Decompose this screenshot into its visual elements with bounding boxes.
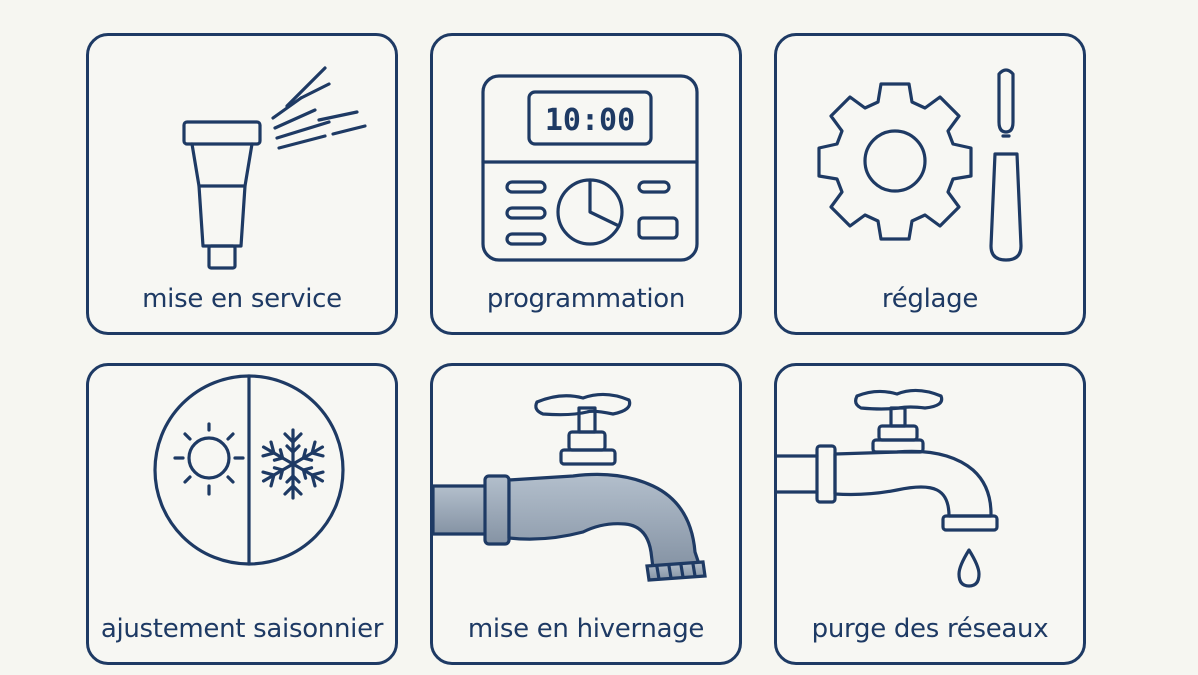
- controller-icon: 10:00: [481, 74, 699, 262]
- clock-display: 10:00: [545, 103, 635, 138]
- tile-label: mise en service: [142, 284, 342, 314]
- tile-label: ajustement saisonnier: [100, 614, 384, 644]
- tile-mise-en-service[interactable]: mise en service: [86, 33, 398, 335]
- tap-drip-icon: [775, 388, 999, 588]
- tile-reglage[interactable]: réglage: [774, 33, 1086, 335]
- tap-icon: [431, 392, 707, 582]
- tile-programmation[interactable]: 10:00 programmation: [430, 33, 742, 335]
- sprinkler-icon: [182, 66, 367, 270]
- tile-label: réglage: [881, 284, 979, 314]
- sun-snowflake-icon: [153, 374, 345, 566]
- tile-label: purge des réseaux: [811, 614, 1049, 644]
- tile-purge-des-reseaux[interactable]: purge des réseaux: [774, 363, 1086, 665]
- tile-mise-en-hivernage[interactable]: mise en hivernage: [430, 363, 742, 665]
- tile-ajustement-saisonnier[interactable]: ajustement saisonnier: [86, 363, 398, 665]
- snowflake-icon: [261, 428, 325, 500]
- gear-screwdriver-icon: [817, 68, 1023, 262]
- tile-label: programmation: [486, 284, 686, 314]
- sun-icon: [173, 422, 245, 496]
- tile-label: mise en hivernage: [467, 614, 705, 644]
